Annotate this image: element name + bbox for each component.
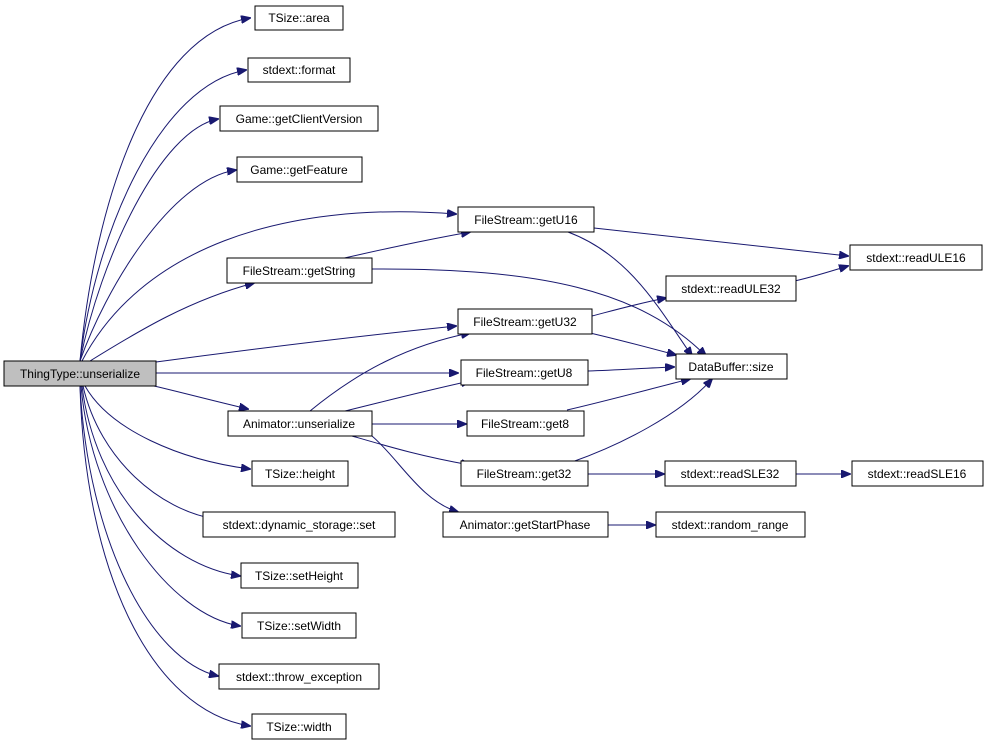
node-stdext-format[interactable]: stdext::format <box>247 57 351 83</box>
node-filestream-get8[interactable]: FileStream::get8 <box>466 410 585 437</box>
edge-root-setheight <box>81 385 240 576</box>
node-filestream-get32[interactable]: FileStream::get32 <box>460 460 589 487</box>
node-tsize-setwidth[interactable]: TSize::setWidth <box>241 612 357 639</box>
edge-getu16-readule16 <box>593 227 848 256</box>
node-tsize-height[interactable]: TSize::height <box>251 460 349 487</box>
node-root-box <box>3 360 157 387</box>
node-game-getclientversion[interactable]: Game::getClientVersion <box>219 105 379 132</box>
node-filestream-getstring[interactable]: FileStream::getString <box>226 257 373 284</box>
node-animator-getstartphase[interactable]: Animator::getStartPhase <box>442 511 609 538</box>
node-stdext-readule16-label: stdext::readULE16 <box>866 251 966 265</box>
edge-root-setwidth <box>80 385 240 626</box>
node-filestream-getu8-label: FileStream::getU8 <box>476 366 573 380</box>
node-animator-getstartphase-label: Animator::getStartPhase <box>460 518 591 532</box>
node-tsize-setwidth-label: TSize::setWidth <box>257 619 341 633</box>
node-stdext-throw-exception-label: stdext::throw_exception <box>236 670 362 684</box>
node-game-getfeature[interactable]: Game::getFeature <box>236 156 363 183</box>
node-tsize-area[interactable]: TSize::area <box>254 5 344 31</box>
node-filestream-getu8[interactable]: FileStream::getU8 <box>460 359 589 386</box>
node-filestream-get8-label: FileStream::get8 <box>481 417 569 431</box>
node-filestream-get32-label: FileStream::get32 <box>477 467 572 481</box>
node-filestream-getu32[interactable]: FileStream::getU32 <box>457 308 593 335</box>
edge-get32-size <box>571 379 712 463</box>
edge-root-format <box>79 70 246 362</box>
node-dynamic-storage-set-label: stdext::dynamic_storage::set <box>223 518 376 532</box>
node-filestream-getstring-label: FileStream::getString <box>243 264 356 278</box>
node-databuffer-size[interactable]: DataBuffer::size <box>675 353 788 380</box>
node-stdext-readsle32-label: stdext::readSLE32 <box>681 467 780 481</box>
edge-root-width <box>79 385 250 726</box>
node-stdext-readsle32[interactable]: stdext::readSLE32 <box>664 460 797 487</box>
node-stdext-throw-exception[interactable]: stdext::throw_exception <box>218 663 380 690</box>
edge-animator-getu8 <box>344 381 470 412</box>
edges <box>79 18 850 726</box>
edge-root-dynamic-set <box>82 385 215 519</box>
node-databuffer-size-label: DataBuffer::size <box>688 360 773 374</box>
edge-root-area <box>79 18 250 362</box>
node-stdext-readule32-label: stdext::readULE32 <box>681 282 781 296</box>
edge-getstring-size <box>371 268 706 356</box>
node-game-getclientversion-label: Game::getClientVersion <box>236 112 363 126</box>
node-filestream-getu32-label: FileStream::getU32 <box>473 315 577 329</box>
edge-getu16-size <box>567 231 692 356</box>
node-tsize-width[interactable]: TSize::width <box>251 713 347 740</box>
node-animator-unserialize[interactable]: Animator::unserialize <box>227 410 373 437</box>
nodes: ThingType::unserialize TSize::area stdex… <box>3 5 984 740</box>
node-game-getfeature-label: Game::getFeature <box>250 163 348 177</box>
edge-animator-getstartphase <box>371 435 458 512</box>
edge-root-getu32 <box>155 326 456 363</box>
edge-animator-get32 <box>351 435 470 465</box>
edge-getu32-size <box>589 332 676 355</box>
edge-root-throw <box>79 385 218 676</box>
edge-animator-getu32 <box>309 333 470 412</box>
node-tsize-setheight-label: TSize::setHeight <box>255 569 344 583</box>
node-stdext-random-range-label: stdext::random_range <box>672 518 789 532</box>
edge-readule32-readule16 <box>789 266 848 283</box>
node-filestream-getu16-label: FileStream::getU16 <box>474 213 578 227</box>
node-stdext-readule16[interactable]: stdext::readULE16 <box>849 244 983 271</box>
node-root[interactable]: ThingType::unserialize <box>3 360 157 387</box>
edge-root-height <box>84 385 250 469</box>
node-stdext-random-range[interactable]: stdext::random_range <box>655 511 806 538</box>
node-root-label: ThingType::unserialize <box>20 367 140 381</box>
node-tsize-area-label: TSize::area <box>268 11 330 25</box>
edge-root-getstring <box>89 283 254 362</box>
node-animator-unserialize-label: Animator::unserialize <box>243 417 355 431</box>
node-stdext-format-label: stdext::format <box>263 63 336 77</box>
edge-root-getu16 <box>81 212 456 362</box>
edge-getu8-size <box>587 367 674 372</box>
node-stdext-readule32[interactable]: stdext::readULE32 <box>665 275 797 302</box>
node-stdext-readsle16[interactable]: stdext::readSLE16 <box>851 460 984 487</box>
node-tsize-setheight[interactable]: TSize::setHeight <box>240 562 359 589</box>
node-tsize-height-label: TSize::height <box>265 467 336 481</box>
node-tsize-width-label: TSize::width <box>266 720 331 734</box>
edge-get8-size <box>566 379 690 411</box>
edge-getstring-getu16 <box>339 232 470 260</box>
edge-getu32-readule32 <box>591 298 666 317</box>
edge-root-animator-unserialize <box>149 384 248 409</box>
edge-root-getclientversion <box>79 119 218 362</box>
node-dynamic-storage-set[interactable]: stdext::dynamic_storage::set <box>202 511 396 538</box>
node-stdext-readsle16-label: stdext::readSLE16 <box>868 467 967 481</box>
edge-root-getfeature <box>79 170 236 362</box>
node-filestream-getu16[interactable]: FileStream::getU16 <box>457 206 595 233</box>
